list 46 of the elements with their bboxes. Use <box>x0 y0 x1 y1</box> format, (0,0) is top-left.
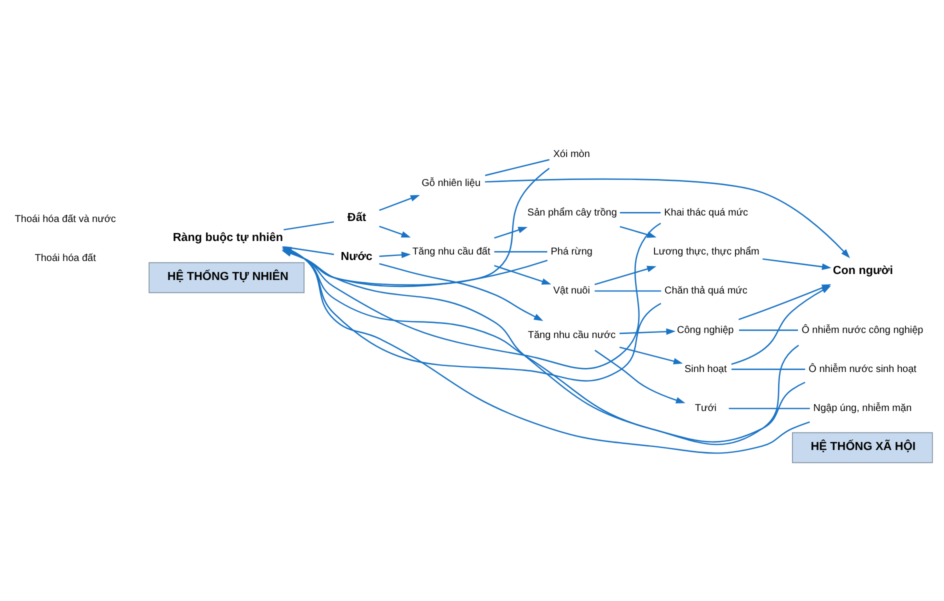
arrow <box>619 346 683 364</box>
arrow <box>494 226 528 238</box>
node-text: Vật nuôi <box>553 285 590 296</box>
node-text: Chăn thả quá mức <box>664 285 748 296</box>
arrow <box>379 251 411 258</box>
node-text: Sinh hoạt <box>684 363 727 374</box>
node-box: HỆ THỐNG TỰ NHIÊN <box>148 262 304 293</box>
arrow <box>484 178 850 258</box>
arrow <box>379 194 420 210</box>
arrow <box>379 225 411 238</box>
arrow <box>594 349 686 403</box>
node-text: Ô nhiễm nước công nghiệp <box>802 324 924 336</box>
connector <box>728 407 810 409</box>
node-box: HỆ THỐNG XÃ HỘI <box>792 432 933 463</box>
connector <box>485 158 550 176</box>
label: Thoái hóa đất <box>34 252 96 264</box>
node-text: Tăng nhu cầu đất <box>412 246 490 257</box>
arrow <box>494 264 552 284</box>
node-text: Xói mòn <box>553 148 590 160</box>
arrow <box>594 265 656 285</box>
node-text: Ngập úng, nhiễm mặn <box>813 402 912 414</box>
arrow <box>620 225 657 238</box>
arrow <box>762 258 832 270</box>
node-text: Công nghiệp <box>677 324 734 336</box>
node-text: Khai thác quá mức <box>664 206 748 218</box>
connector <box>284 220 334 230</box>
node-text: Con người <box>832 264 893 277</box>
node-text: Sản phẩm cây trồng <box>527 206 617 218</box>
connector <box>732 368 806 370</box>
node-text: Lương thực, thực phẩm <box>653 246 760 257</box>
node-text: Tưới <box>694 402 717 414</box>
connector <box>739 329 798 330</box>
arrow <box>379 262 544 321</box>
arrow <box>731 285 831 364</box>
node-text: Phá rừng <box>550 246 592 257</box>
node-text: Tăng nhu cầu nước <box>528 329 616 340</box>
arrow <box>620 328 676 334</box>
connector <box>494 250 548 252</box>
node-text: Đất <box>347 210 366 224</box>
node-text: Ràng buộc tự nhiên <box>172 230 283 244</box>
node-text: Nước <box>340 249 372 262</box>
connector <box>620 212 661 213</box>
label: Thoái hóa đất và nước <box>14 213 116 224</box>
node-text: Gỗ nhiên liệu <box>422 178 481 189</box>
connector <box>594 290 662 292</box>
node-text: Ô nhiễm nước sinh hoạt <box>808 363 916 374</box>
